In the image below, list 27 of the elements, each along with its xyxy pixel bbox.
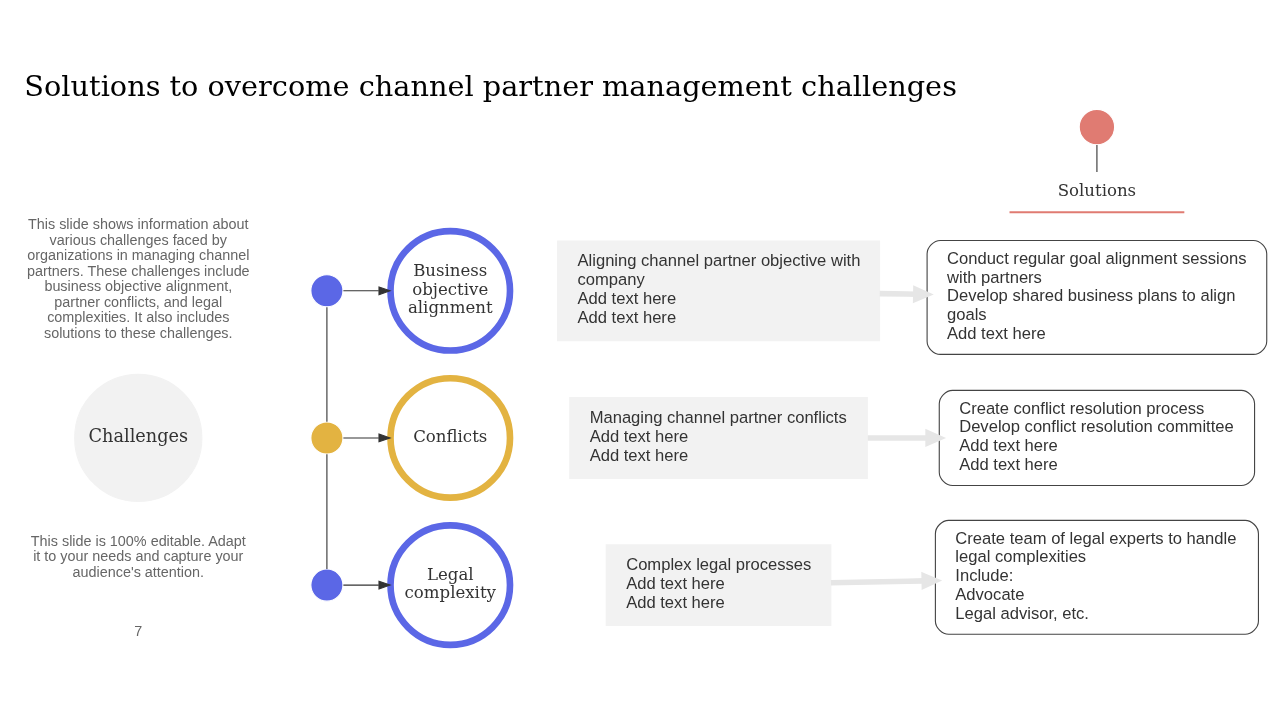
node-circle bbox=[310, 568, 344, 602]
arrow bbox=[342, 432, 392, 443]
node-circle bbox=[310, 273, 344, 307]
label: 7 bbox=[134, 622, 143, 639]
arrow bbox=[830, 571, 943, 590]
arrow bbox=[342, 285, 392, 295]
node-text: Solutions bbox=[1057, 180, 1137, 200]
node-circle: Business objective alignment bbox=[387, 227, 514, 354]
node-circle: Legal complexity bbox=[387, 521, 514, 648]
node-box: Complex legal processes Add text here Add text here bbox=[605, 543, 832, 626]
node-box: Conduct regular goal alignment sessions with partners Develop shared business plans to align goals Add text here bbox=[926, 239, 1268, 355]
node-box: Create team of legal experts to handle legal complexities Include: Advocate Legal advisor, etc. bbox=[934, 519, 1259, 635]
arrow bbox=[867, 428, 947, 447]
connector bbox=[326, 306, 328, 422]
connector bbox=[326, 453, 328, 570]
node-circle bbox=[310, 420, 344, 455]
node-box: Create conflict resolution process Develop conflict resolution committee Add text here Add text here bbox=[938, 389, 1256, 486]
node-box: Managing channel partner conflicts Add text here Add text here bbox=[569, 396, 868, 479]
arrow bbox=[342, 579, 392, 590]
label: This slide is 100% editable. Adapt it to your needs and capture your audience's attention. bbox=[30, 532, 246, 580]
connector bbox=[1096, 143, 1098, 172]
node-circle: Conflicts bbox=[387, 374, 514, 501]
arrow bbox=[879, 284, 934, 303]
node-circle bbox=[1078, 108, 1116, 145]
node-box: Aligning channel partner objective with company Add text here Add text here bbox=[557, 239, 881, 341]
diagram-title: Solutions to overcome channel partner management challenges bbox=[24, 68, 957, 103]
label: This slide shows information about various challenges faced by organizations in managing channel partners. These challenges include business objective alignment, partner conflicts, and legal complexities. It also includes solutions to these challenges. bbox=[26, 215, 250, 341]
